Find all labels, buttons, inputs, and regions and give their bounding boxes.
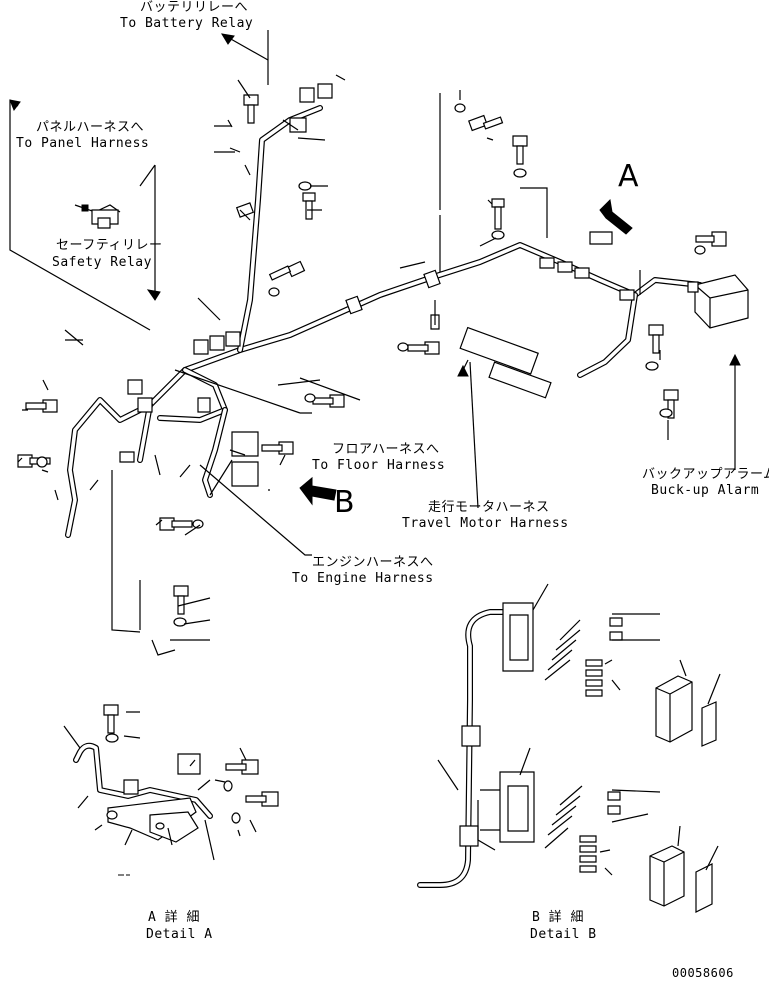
safety-relay-label-en: Safety Relay [52,255,152,270]
connector-icon [128,84,612,486]
engine-harness-label-en: To Engine Harness [292,571,434,586]
detail-a-drawing [64,705,278,875]
arrow-icon [10,34,740,504]
panel-harness-label-jp: パネルハーネスへ [36,120,145,135]
clamp-icon [120,203,634,462]
panel-harness-label-en: To Panel Harness [16,136,150,151]
travel-motor-harness-label-jp: 走行モータハーネス [428,500,550,515]
view-marker-b: B [334,485,355,520]
battery-relay-label-en: To Battery Relay [120,16,254,31]
floor-harness-label-en: To Floor Harness [312,458,446,473]
detail-b-label-jp: B 詳 細 [532,910,584,925]
safety-relay-label-jp: セーフティリレー [56,238,163,253]
travel-motor-harness-label-en: Travel Motor Harness [402,516,569,531]
drawing-number: 00058606 [672,966,734,980]
relay-icon [75,205,120,228]
detail-b-drawing [420,584,720,912]
battery-relay-label-jp: バッテリリレーへ [140,0,249,15]
engine-harness-label-jp: エンジンハーネスへ [312,555,434,570]
detail-a-label-en: Detail A [146,927,213,942]
alarm-icon [688,275,748,328]
backup-alarm-label-jp: バックアップアラーム [642,467,769,482]
view-marker-a: A [618,159,639,194]
detail-b-label-en: Detail B [530,927,597,942]
backup-alarm-label-en: Buck-up Alarm [651,483,760,498]
leader-lines [18,60,668,655]
detail-a-label-jp: A 詳 細 [148,910,200,925]
floor-harness-label-jp: フロアハーネスへ [332,442,440,457]
terminal-pins [545,618,622,872]
